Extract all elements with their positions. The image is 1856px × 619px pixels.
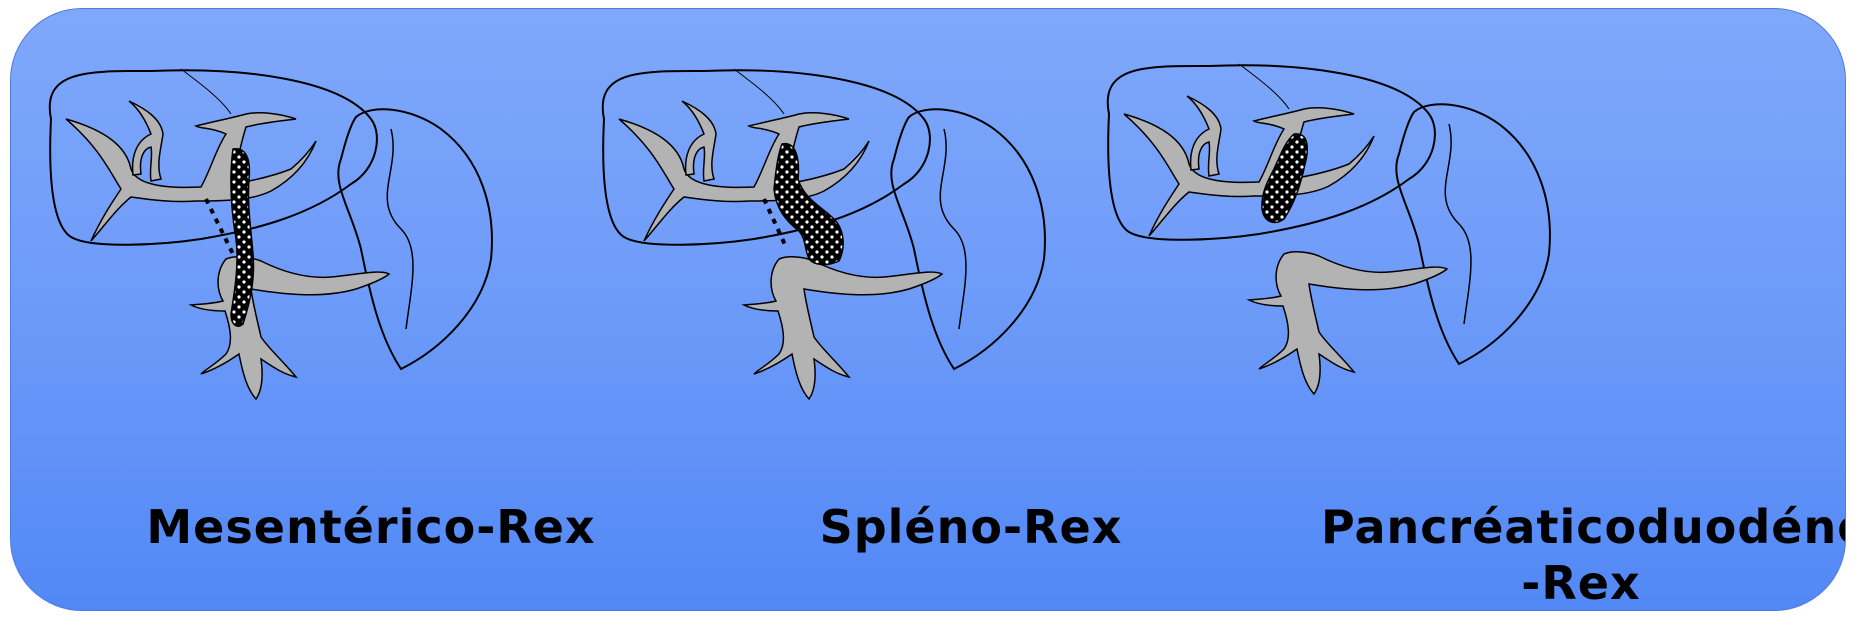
diagram-mesenterico-rex	[50, 69, 492, 399]
label-pancreaticoduodeno-rex: Pancréaticoduodéno -Rex	[1321, 499, 1841, 611]
dotted-line	[206, 199, 233, 254]
label-mesenterico-rex: Mesentérico-Rex	[141, 499, 601, 555]
spleno-rex-shunt	[774, 144, 843, 265]
figure-panel: Mesentérico-Rex Spléno-Rex Pancréaticodu…	[10, 8, 1846, 611]
diagram-pancreaticoduodeno-rex	[1108, 64, 1550, 394]
diagram-spleno-rex	[603, 69, 1045, 399]
pancreaticoduodeno-rex-shunt	[1262, 134, 1307, 223]
mesenteric-rex-shunt	[231, 149, 254, 326]
label-spleno-rex: Spléno-Rex	[801, 499, 1141, 555]
